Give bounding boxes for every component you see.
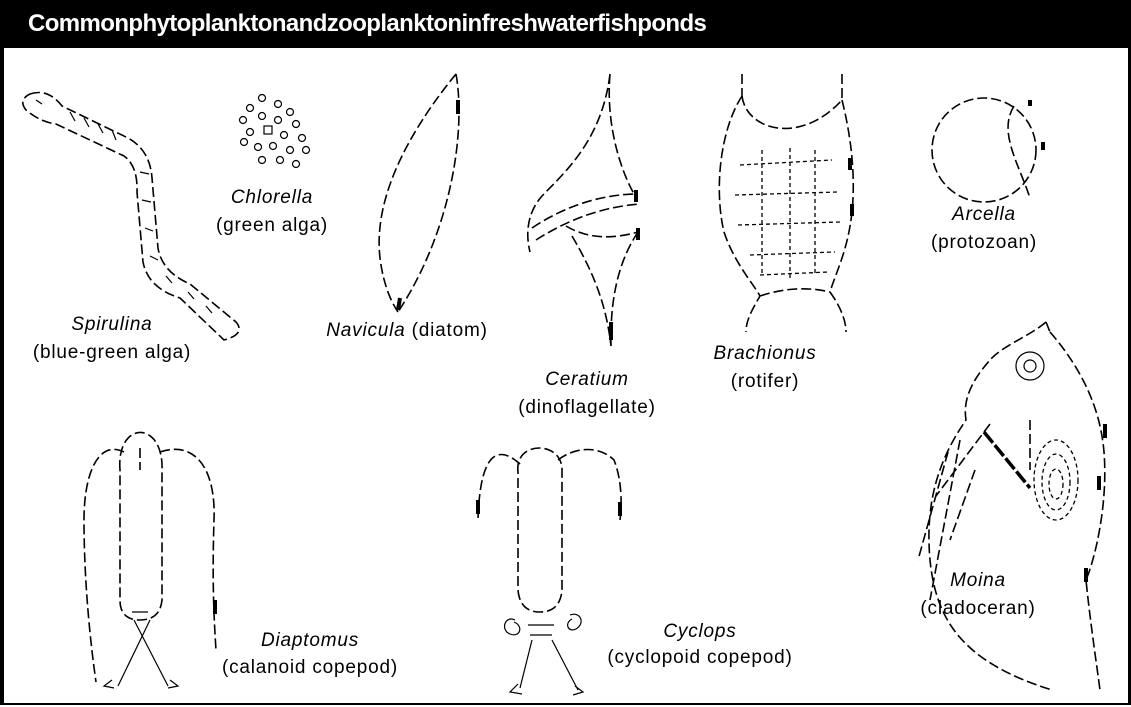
moina-drawing [918,322,1105,690]
ceratium-body [528,74,640,346]
chlorella-cell [287,109,294,116]
navicula-label: Navicula (diatom) [326,317,487,345]
moina-gut-middle [1042,454,1070,510]
chlorella-cell [275,101,282,108]
arcella-group: (protozoan) [931,232,1037,253]
spirulina-drawing [23,93,239,341]
arcella-mark [1030,100,1043,150]
moina-carapace [929,322,1105,690]
diaptomus-group: (calanoid copepod) [222,657,398,678]
ceratium-drawing [528,74,640,346]
brachionus-group: (rotifer) [731,371,799,392]
chlorella-label: Chlorella (green alga) [216,184,328,240]
navicula-drawing [379,74,459,312]
arcella-shell [932,98,1036,202]
moina-gut-outer [1034,440,1078,520]
chlorella-cell [241,139,248,146]
brachionus-grid [735,148,840,280]
chlorella-cell [247,105,254,112]
moina-genus: Moina [950,570,1006,591]
diaptomus-antennae [84,449,216,682]
chlorella-cell [259,157,266,164]
moina-antenna [984,432,1030,488]
chlorella-group: (green alga) [216,215,328,236]
diaptomus-label: Diaptomus (calanoid copepod) [222,627,398,681]
arcella-label: Arcella (protozoan) [931,201,1037,257]
spirulina-group: (blue-green alga) [33,342,191,363]
cyclops-body [518,448,562,612]
chlorella-cell [281,132,288,139]
brachionus-drawing [719,74,853,332]
chlorella-cell [299,135,306,142]
moina-group: (cladoceran) [920,598,1035,619]
chlorella-cell [259,113,266,120]
navicula-genus: Navicula [326,320,405,341]
navicula-group: (diatom) [412,320,488,341]
spirulina-label: Spirulina (blue-green alga) [33,311,191,367]
ceratium-label: Ceratium (dinoflagellate) [518,366,655,422]
moina-label: Moina (cladoceran) [920,567,1035,623]
chlorella-cell [270,143,277,150]
navicula-valve [379,74,459,312]
cyclops-antennae [478,450,621,521]
navicula-mark [398,100,458,310]
cyclops-drawing [478,448,621,695]
brachionus-lorica [719,74,853,332]
diaptomus-body [120,433,162,621]
chlorella-cell [293,121,300,128]
brachionus-mark [850,158,852,216]
ceratium-mark [611,190,638,340]
moina-gut-inner [1049,469,1063,499]
chlorella-cell [247,129,254,136]
diaptomus-furca [104,612,178,688]
diaptomus-genus: Diaptomus [261,630,359,651]
ceratium-genus: Ceratium [545,369,628,390]
chlorella-drawing [240,95,310,168]
chlorella-cell [240,117,247,124]
chlorella-cell [303,147,310,154]
chlorella-cell [255,144,262,151]
chlorella-cells [240,95,310,168]
chlorella-cell [275,117,282,124]
moina-eye [1016,352,1044,380]
cyclops-label: Cyclops (cyclopoid copepod) [607,619,792,671]
moina-gut [1034,440,1078,520]
brachionus-label: Brachionus (rotifer) [713,340,816,396]
spirulina-cells [36,100,212,313]
ceratium-group: (dinoflagellate) [518,397,655,418]
diaptomus-drawing [84,433,216,689]
chlorella-cell [259,95,266,102]
chlorella-genus: Chlorella [231,187,313,208]
chlorella-cell [264,126,272,134]
brachionus-genus: Brachionus [713,343,816,364]
chlorella-cell [287,147,294,154]
spirulina-genus: Spirulina [71,314,152,335]
moina-eye-lens [1024,360,1036,372]
cyclops-legs [505,614,583,695]
arcella-drawing [932,98,1043,202]
cyclops-mark [478,500,620,516]
cyclops-group: (cyclopoid copepod) [607,647,792,668]
chlorella-cell [277,157,284,164]
cyclops-genus: Cyclops [663,621,736,642]
arcella-genus: Arcella [952,204,1016,225]
chlorella-cell [293,161,300,168]
spirulina-filament [23,93,239,341]
moina-mark [1086,424,1105,582]
